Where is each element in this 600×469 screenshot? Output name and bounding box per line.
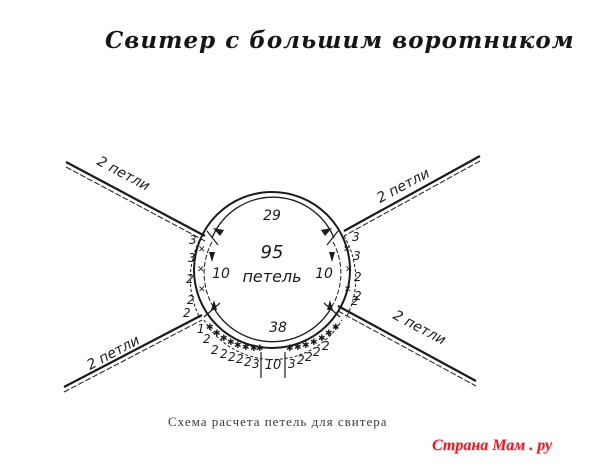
svg-text:✕: ✕ <box>344 285 352 295</box>
stitch-path-left <box>189 235 203 319</box>
increment-label: 2 <box>313 345 321 359</box>
outer-neck-circle <box>193 191 351 349</box>
bottom-center-count: 10 <box>265 358 282 373</box>
raglan-line-bottom-left <box>63 314 203 393</box>
corner-left-label: 2 <box>183 306 191 320</box>
right-arc-count: 10 <box>315 266 333 282</box>
svg-text:✕: ✕ <box>198 285 206 295</box>
inner-top-arc <box>211 196 335 239</box>
svg-text:✕: ✕ <box>343 245 351 255</box>
svg-text:✕: ✕ <box>198 245 206 255</box>
svg-text:✱: ✱ <box>294 343 302 353</box>
increment-label: 2 <box>244 355 252 369</box>
svg-text:✱: ✱ <box>325 329 333 339</box>
increment-label: 2 <box>228 350 236 364</box>
svg-text:✕: ✕ <box>345 265 353 275</box>
raglan-line-top-right <box>343 155 481 237</box>
center-label: петель <box>242 267 301 286</box>
svg-text:✱: ✱ <box>318 334 326 344</box>
increment-label: 2 <box>354 270 362 284</box>
svg-text:✱: ✱ <box>227 338 235 348</box>
svg-text:✱: ✱ <box>332 323 340 333</box>
increment-label: 2 <box>211 343 219 357</box>
svg-text:✱: ✱ <box>302 341 310 351</box>
increment-label: 3 <box>288 357 296 371</box>
inner-right-arc <box>330 241 342 309</box>
increment-label: 1 <box>197 322 205 336</box>
increment-label: 2 <box>305 350 313 364</box>
svg-text:✱: ✱ <box>234 341 242 351</box>
bottom-arc-count: 38 <box>269 320 287 336</box>
stitch-path-right <box>343 235 357 319</box>
svg-text:✱: ✱ <box>242 343 250 353</box>
top-arc-count: 29 <box>263 208 281 224</box>
increment-label: 2 <box>187 293 195 307</box>
raglan-label-top-left: 2 петли <box>94 153 152 194</box>
increment-label: 3 <box>252 357 260 371</box>
bottom-left-increments: 1 2 2 2 2 2 2 3 <box>197 322 260 371</box>
inner-bottom-arc <box>214 309 331 343</box>
increment-label: 2 <box>322 339 330 353</box>
stitch-cross-marks: ✕✕✕ ✕✕✕ ✱✱✱ ✱✱✱ ✱✱ ✱✱✱ ✱✱✱ ✱ <box>197 245 353 354</box>
increment-label: 2 <box>236 352 244 366</box>
watermark-logo: Страна Мам . ру <box>432 437 553 454</box>
diagram-title: Свитер с большим воротником <box>105 27 575 54</box>
svg-text:✱: ✱ <box>206 323 214 333</box>
increment-label: 2 <box>220 347 228 361</box>
svg-text:✱: ✱ <box>220 334 228 344</box>
raglan-line-top-left <box>65 161 206 242</box>
center-number: 95 <box>261 242 284 263</box>
raglan-label-bottom-right: 2 петли <box>390 307 448 348</box>
svg-text:✕: ✕ <box>197 265 205 275</box>
svg-text:✱: ✱ <box>310 338 318 348</box>
increment-label: 2 <box>354 289 362 303</box>
svg-text:✱: ✱ <box>286 344 294 354</box>
increment-label: 3 <box>353 249 361 263</box>
right-side-increments: 3 3 2 2 <box>352 230 362 303</box>
left-arc-count: 10 <box>212 266 230 282</box>
increment-label: 3 <box>352 230 360 244</box>
increment-label: 2 <box>297 353 305 367</box>
raglan-line-bottom-right <box>337 305 477 387</box>
left-side-increments: 3 3 2 2 <box>186 233 197 307</box>
raglan-label-bottom-left: 2 петли <box>84 332 142 373</box>
increment-label: 2 <box>203 332 211 346</box>
tick-marks <box>203 230 341 378</box>
svg-text:✱: ✱ <box>256 344 264 354</box>
diagram-caption: Схема расчета петель для свитера <box>168 414 388 429</box>
increment-label: 2 <box>186 272 194 286</box>
svg-text:✱: ✱ <box>213 329 221 339</box>
bottom-right-increments: 3 2 2 2 2 <box>288 339 330 371</box>
corner-right-label: 2 <box>351 294 359 308</box>
inner-left-arc <box>203 241 215 309</box>
svg-text:✱: ✱ <box>250 344 258 354</box>
increment-label: 3 <box>188 251 196 265</box>
stitch-path-bottom <box>203 319 343 360</box>
increment-label: 3 <box>189 233 197 247</box>
arrow-icons <box>209 228 335 310</box>
